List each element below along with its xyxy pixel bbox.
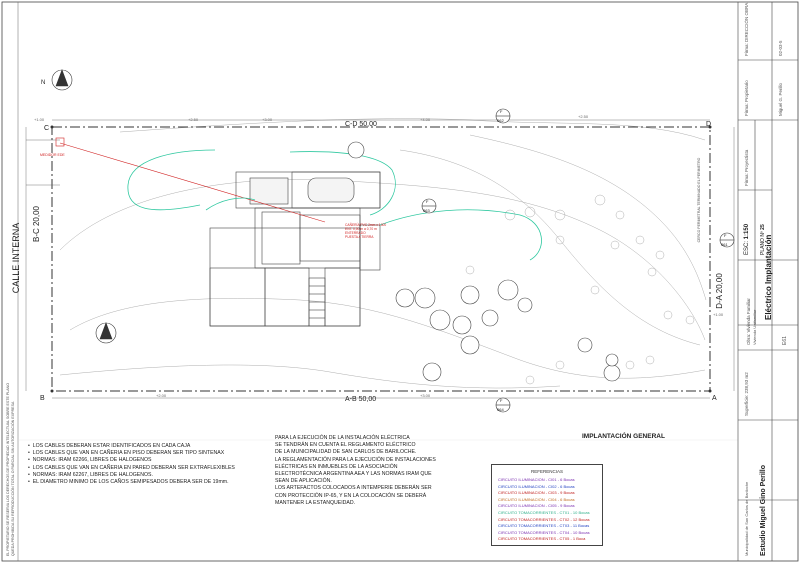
balloon-4-bottom: 064 [497, 407, 504, 412]
small-shrubs [465, 194, 695, 385]
circuit-legend: REFERENCIAS CIRCUITO ILUMINACION - CI01 … [491, 464, 603, 546]
lot-boundary [51, 126, 711, 392]
autor: Miguel G. Perillo [778, 82, 783, 116]
legend-row: CIRCUITO TOMACORRIENTES - CT02 - 12 Boca… [498, 516, 590, 522]
legend-row: CIRCUITO TOMACORRIENTES - CT04 - 10 Boca… [498, 529, 590, 535]
balloon-1-top: F [500, 109, 503, 114]
balloon-3-top: F [724, 233, 727, 238]
side-top-label: C-D 50,00 [345, 121, 377, 128]
corner-d-label: D [706, 121, 711, 128]
plano-code: E61 [782, 336, 788, 345]
level-mark-6: +1.00 [713, 312, 724, 317]
escala-value: 1:150 [744, 223, 750, 240]
fecha: 02-03-5 [778, 40, 783, 56]
level-mark-2: +2.50 [188, 117, 199, 122]
north-arrow-bottom [95, 322, 117, 344]
balloon-1-bottom: 062 [497, 118, 504, 123]
municipalidad-label: Municipalidad de San Carlos de Bariloche [744, 481, 749, 556]
legend-row: CIRCUITO ILUMINACION - CI02 - 6 Bocas [498, 483, 575, 489]
legend-row: CIRCUITO ILUMINACION - CI03 - 9 Bocas [498, 490, 575, 496]
north-arrow-top [51, 69, 73, 91]
meter-box [55, 137, 65, 147]
level-mark-1: +1.00 [34, 117, 45, 122]
plano-value: 25 [760, 224, 766, 230]
balloon-3-bottom: 061 [721, 242, 728, 247]
level-mark-3: +3.00 [262, 117, 273, 122]
note-item-4: • LOS CABLES QUE VAN EN CAÑERIA EN PARED… [28, 464, 235, 471]
feeder-line [59, 142, 326, 223]
exterior-circuit [127, 149, 542, 261]
firma-direccion: Firma: DIRECCIÓN OBRA [744, 2, 749, 56]
note-item-5: • NORMAS: IRAM 62267, LIBRES DE HALOGENO… [28, 471, 153, 478]
note-item-6: • EL DIAMETRO MINIMO DE LOS CAÑOS SEMIPE… [28, 479, 229, 486]
paragraph-line: CON PROTECCIÓN IP-65, Y EN LA COLOCACIÓN… [275, 492, 427, 499]
escala: ESC: 1:150 [744, 224, 750, 255]
paragraph-line: ELÉCTRICAS EN INMUEBLES DE LA ASOCIACIÓN [275, 463, 398, 470]
corner-c-label: C [44, 125, 49, 132]
balloon-4-top: F [500, 398, 503, 403]
paragraph-line: SEAN DE APLICACIÓN. [275, 478, 332, 485]
legend-row: CIRCUITO ILUMINACION - CI04 - 6 Bocas [498, 496, 575, 502]
north-letter: N [41, 80, 45, 86]
legal-notice-1: EL PROPIETARIO SE RESERVA LOS DERECHOS D… [6, 382, 10, 556]
corner-b-label: B [40, 395, 45, 402]
studio-name: Estudio Miguel Gino Perillo [760, 464, 767, 556]
section-balloons [421, 108, 735, 413]
plan-labels: N C D B A C-D 50,00 A-B 50,00 B-C 20,00 … [11, 80, 728, 440]
paragraph-line: LOS ARTEFACTOS COLOCADOS A INTEMPERIE DE… [275, 485, 432, 492]
drawing-title: IMPLANTACIÓN GENERAL [582, 431, 665, 440]
side-bottom-label: A-B 50,00 [345, 396, 376, 403]
proyecto-label: Vivienda Unifamiliar [752, 309, 757, 345]
medidor-label: MEDIDOR EDE [40, 153, 65, 157]
paragraph-line: ELECTROTÉCNICA ARGENTINA AEA Y LAS NORMA… [275, 471, 432, 478]
legend-row: CIRCUITO TOMACORRIENTES - CT01 - 10 Boca… [498, 510, 590, 515]
title-block-frame [737, 2, 798, 561]
dimension-lines [25, 119, 735, 399]
trees [347, 141, 621, 382]
paragraph-line: DE LA MUNICIPALIDAD DE SAN CARLOS DE BAR… [275, 449, 417, 456]
paragraph-line: PARA LA EJECUCIÓN DE LA INSTALACIÓN ELÉC… [275, 435, 410, 441]
tag-line-2: ENT. 0,50 m a 0,70 m [345, 227, 377, 231]
regulation-paragraph: PARA LA EJECUCIÓN DE LA INSTALACIÓN ELÉC… [275, 435, 436, 507]
corner-a-label: A [712, 395, 717, 402]
legend-row: CIRCUITO TOMACORRIENTES - CT03 - 11 Boca… [498, 523, 590, 529]
corner-points [50, 125, 712, 393]
tag-line-4: PUESTA A TIERRA [345, 235, 374, 239]
tag-line-1: CAÑERÍA PVC 2mm x 1000 [345, 222, 386, 227]
level-mark-5: +2.50 [578, 114, 589, 119]
legend-title: REFERENCIAS [530, 469, 563, 474]
tag-line-3: ENTERRADO [345, 231, 366, 235]
paragraph-line: SE TENDRÁN EN CUENTA EL REGLAMENTO ELÉCT… [275, 442, 416, 449]
level-mark-7: +2.00 [156, 393, 167, 398]
terrain-contours [59, 118, 707, 389]
legend-row: CIRCUITO ILUMINACION - CI05 - 9 Bocas [498, 503, 575, 509]
paragraph-line: MANTENER LA ESTANQUEIDAD. [275, 499, 356, 506]
firma-proyectista: Firma: Proyectista [744, 149, 749, 186]
side-left-label: B-C 20,00 [32, 205, 41, 242]
legend-row: CIRCUITO ILUMINACION - CI01 - 6 Bocas [498, 477, 575, 482]
balloon-2-bottom: 063 [423, 208, 430, 213]
escala-label: ESC: [744, 240, 750, 255]
level-mark-8: +3.00 [420, 393, 431, 398]
street-label: CALLE INTERNA [11, 223, 21, 294]
note-item-3: • NORMAS: IRAM 62266, LIBRES DE HALOGENO… [28, 457, 152, 464]
note-item-1: • LOS CABLES DEBERAN ESTAR IDENTIFICADOS… [28, 443, 191, 449]
superficie-label: Superficie: 238,93 m2 [744, 372, 749, 416]
level-mark-4: +4.00 [420, 117, 431, 122]
drawing-subject: Eléctrico Implantación [764, 234, 773, 320]
note-item-2: • LOS CABLES QUE VAN EN CAÑERIA EN PISO … [28, 450, 225, 457]
legend-row: CIRCUITO TOMACORRIENTES - CT05 - 1 Boca [498, 536, 586, 542]
paragraph-line: LA REGLAMENTACIÓN PARA LA EJECUCIÓN DE I… [275, 456, 436, 463]
legal-notice-2: QUEDA PROHIBIDA SU REPRODUCCIÓN TOTAL O … [11, 401, 15, 556]
obra-label: Obra: Vivienda Familiar [746, 298, 751, 345]
cerco-label: CERCO PERIMETRAL TERMINADO EL PERIMETRO [697, 157, 701, 242]
house-plan [209, 171, 381, 327]
balloon-2-top: F [426, 199, 429, 204]
side-right-label: D-A 20,00 [715, 273, 724, 309]
firma-propietario: Firma: Propietario [744, 80, 749, 116]
cable-notes: • LOS CABLES DEBERAN ESTAR IDENTIFICADOS… [28, 443, 235, 486]
